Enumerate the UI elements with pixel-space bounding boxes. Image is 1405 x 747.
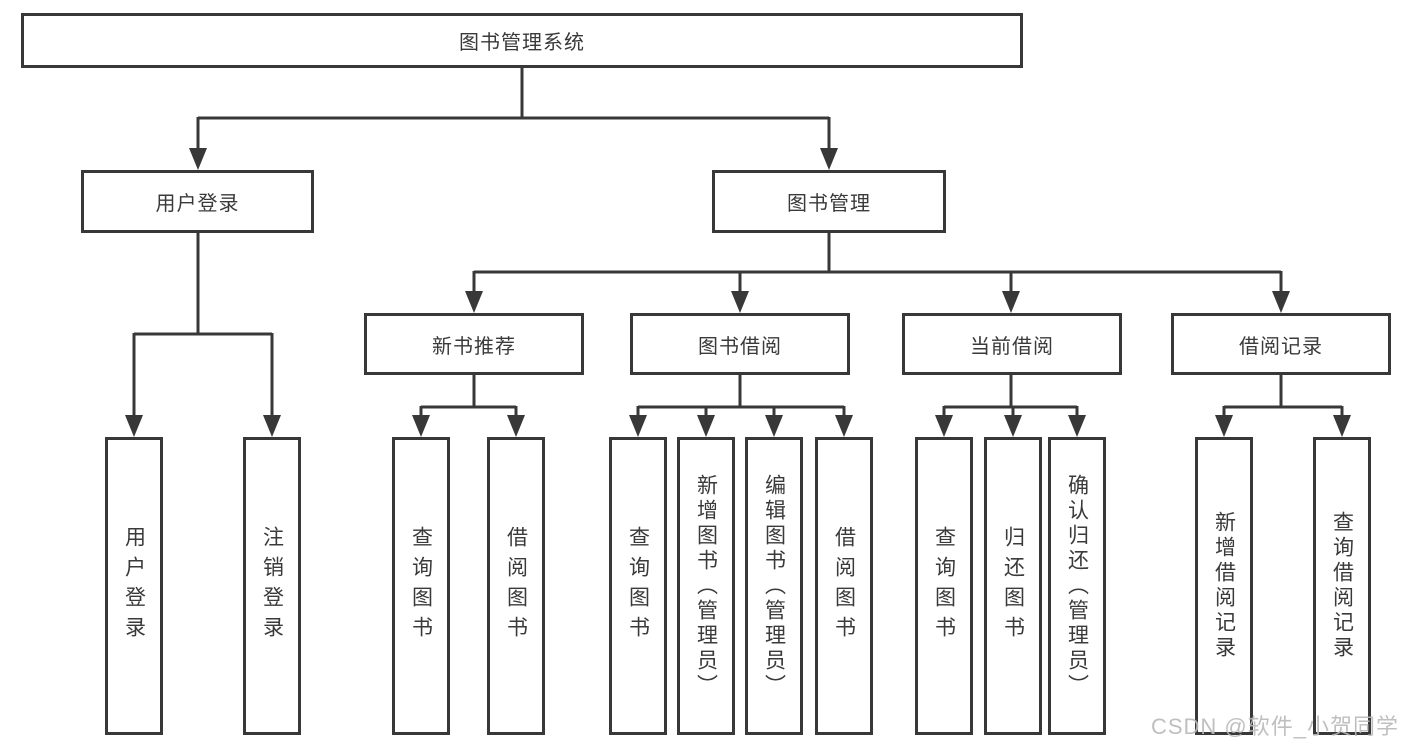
leaf-confirm-return-admin-label: 确认归还（管理员） xyxy=(1065,473,1089,699)
node-book-borrow: 图书借阅 xyxy=(630,313,850,375)
leaf-query-books-2: 查询图书 xyxy=(609,437,667,735)
leaf-add-book-admin-label: 新增图书（管理员） xyxy=(694,473,718,699)
leaf-query-books-3-label: 查询图书 xyxy=(932,526,956,646)
leaf-query-borrow-record-label: 查询借阅记录 xyxy=(1330,511,1354,661)
leaf-add-book-admin: 新增图书（管理员） xyxy=(677,437,735,735)
leaf-add-borrow-record-label: 新增借阅记录 xyxy=(1212,511,1236,661)
leaf-user-login-label: 用户登录 xyxy=(122,526,146,646)
node-book-management-label: 图书管理 xyxy=(787,193,871,215)
node-book-management: 图书管理 xyxy=(712,170,946,233)
node-borrow-records: 借阅记录 xyxy=(1171,313,1391,375)
leaf-add-borrow-record: 新增借阅记录 xyxy=(1195,437,1253,735)
node-root-label: 图书管理系统 xyxy=(459,32,585,54)
arrowheads xyxy=(125,148,1351,437)
leaf-borrow-books-2-label: 借阅图书 xyxy=(832,526,856,646)
leaf-edit-book-admin-label: 编辑图书（管理员） xyxy=(762,473,786,699)
leaf-return-book: 归还图书 xyxy=(984,437,1042,735)
node-book-borrow-label: 图书借阅 xyxy=(698,335,782,358)
node-root: 图书管理系统 xyxy=(21,13,1023,68)
leaf-borrow-books-1-label: 借阅图书 xyxy=(504,526,528,646)
node-user-login-branch-label: 用户登录 xyxy=(155,193,240,215)
leaf-query-borrow-record: 查询借阅记录 xyxy=(1313,437,1371,735)
leaf-query-books-1-label: 查询图书 xyxy=(409,526,433,646)
leaf-user-login: 用户登录 xyxy=(105,437,163,735)
node-new-book-recommend: 新书推荐 xyxy=(364,313,584,375)
node-borrow-records-label: 借阅记录 xyxy=(1239,335,1323,358)
leaf-confirm-return-admin: 确认归还（管理员） xyxy=(1048,437,1106,735)
leaf-query-books-3: 查询图书 xyxy=(915,437,973,735)
node-user-login-branch: 用户登录 xyxy=(81,170,314,233)
leaf-borrow-books-2: 借阅图书 xyxy=(815,437,873,735)
node-current-borrow-label: 当前借阅 xyxy=(970,335,1054,358)
leaf-edit-book-admin: 编辑图书（管理员） xyxy=(745,437,803,735)
csdn-watermark: CSDN @软件_小贺同学 xyxy=(1150,714,1399,739)
node-new-book-recommend-label: 新书推荐 xyxy=(432,335,516,358)
node-current-borrow: 当前借阅 xyxy=(902,313,1122,375)
leaf-query-books-2-label: 查询图书 xyxy=(626,526,650,646)
leaf-logout-label: 注销登录 xyxy=(260,526,284,646)
leaf-return-book-label: 归还图书 xyxy=(1001,526,1025,646)
leaf-query-books-1: 查询图书 xyxy=(392,437,450,735)
leaf-logout: 注销登录 xyxy=(243,437,301,735)
leaf-borrow-books-1: 借阅图书 xyxy=(487,437,545,735)
